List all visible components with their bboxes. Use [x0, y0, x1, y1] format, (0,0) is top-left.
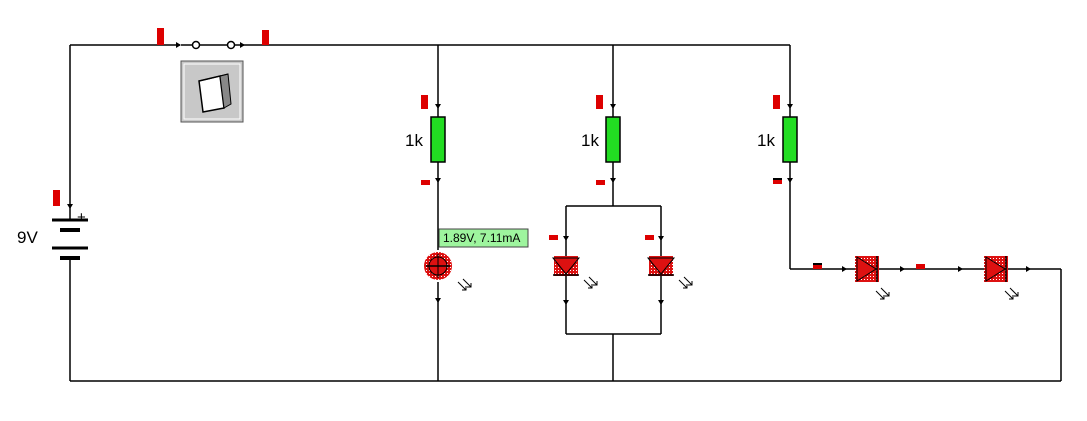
probe-dark-tips [773, 178, 822, 265]
led-2a[interactable] [551, 256, 598, 289]
voltage-probe-icon[interactable] [813, 263, 822, 269]
resistor-1[interactable] [430, 116, 446, 163]
led-icon [646, 257, 676, 275]
measurement-tooltip: 1.89V, 7.11mA [438, 228, 529, 248]
switch-contacts [181, 40, 250, 50]
led-icon [551, 257, 581, 275]
voltage-probe-icon[interactable] [421, 95, 428, 109]
led-2b[interactable] [646, 256, 693, 289]
switch-toggle-button[interactable] [180, 60, 244, 123]
light-arrow-icon [1004, 287, 1019, 300]
voltage-probe-icon[interactable] [916, 264, 925, 269]
voltage-probe-icon[interactable] [645, 235, 654, 240]
switch-icon [198, 73, 232, 113]
led-3b[interactable] [984, 256, 1019, 300]
battery-polarity-label: + [77, 209, 86, 226]
voltage-probe-icon[interactable] [596, 95, 603, 109]
voltage-probe-icon[interactable] [157, 28, 164, 45]
resistor-2-label: 1k [581, 131, 599, 150]
resistor-2[interactable] [605, 116, 621, 163]
resistor-icon [782, 116, 798, 163]
voltage-probe-icon[interactable] [421, 180, 430, 185]
led-3a[interactable] [855, 256, 890, 300]
led-icon [985, 256, 1006, 282]
resistor-3-label: 1k [757, 131, 775, 150]
led-icon [856, 256, 877, 282]
current-arrows [67, 42, 1031, 305]
light-arrow-icon [875, 287, 890, 300]
light-arrow-icon [457, 278, 472, 291]
resistor-icon [605, 116, 621, 163]
voltage-probe-icon[interactable] [262, 30, 269, 45]
voltage-probe-icon[interactable] [596, 180, 605, 185]
battery-icon[interactable] [52, 218, 88, 260]
voltage-probe-icon[interactable] [53, 190, 60, 206]
light-arrow-icon [583, 276, 598, 289]
resistor-icon [430, 116, 446, 163]
voltage-probe-icon[interactable] [773, 95, 780, 109]
voltage-probe-icon[interactable] [773, 178, 782, 184]
light-arrow-icon [678, 276, 693, 289]
led-1[interactable] [424, 252, 472, 291]
resistor-3[interactable] [782, 116, 798, 163]
resistor-1-label: 1k [405, 131, 423, 150]
voltage-probe-icon[interactable] [549, 235, 558, 240]
measurement-tooltip-text: 1.89V, 7.11mA [443, 231, 520, 245]
voltage-probes [53, 28, 925, 269]
battery-voltage-label: 9V [17, 228, 38, 247]
